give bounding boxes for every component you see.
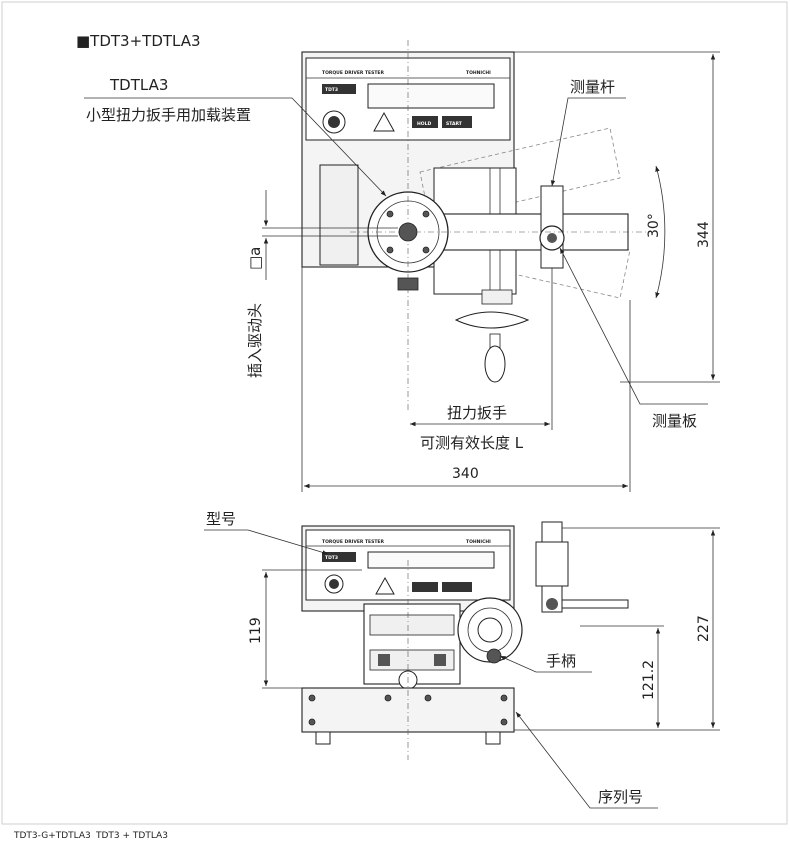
angle-arc [655, 165, 666, 299]
drawing-title: ■TDT3+TDTLA3 [76, 32, 201, 50]
power-knob-center [328, 116, 340, 128]
panel-brand-side: TORQUE DRIVER TESTER [322, 539, 384, 545]
angle-label: 30° [646, 213, 662, 238]
start-button-front [442, 116, 472, 128]
dim-width-340: 340 [452, 466, 479, 482]
warning-icon [373, 111, 395, 132]
display-window-front [367, 83, 495, 109]
panel-maker-side: TOHNICHI [466, 539, 491, 545]
model-plate-front [322, 84, 356, 94]
start-button-label: START [446, 121, 463, 127]
dim-119: 119 [248, 617, 264, 644]
wrench-lower-swing [429, 207, 631, 299]
handle-side [486, 648, 502, 664]
handle-knob-front [484, 345, 506, 383]
front-view: TORQUE DRIVER TESTER TOHNICHI TDT3 HOLD … [84, 40, 720, 492]
panel-maker-front: TOHNICHI [466, 70, 491, 76]
label-handle: 手柄 [546, 652, 576, 670]
label-measure-plate: 测量板 [652, 412, 697, 430]
leader-handle [499, 655, 592, 673]
dim-227: 227 [696, 615, 712, 642]
label-wrench: 扭力扳手 [447, 404, 507, 422]
caption-left: TDT3-G+TDTLA3 [13, 831, 91, 841]
dim-height-344: 344 [696, 221, 712, 248]
leader-measure-plate [559, 247, 708, 405]
side-view: TORQUE DRIVER TESTER TOHNICHI TDT3 [204, 510, 720, 809]
label-measure-rod: 测量杆 [570, 78, 615, 96]
hold-button-front [412, 116, 438, 128]
display-window-side [367, 551, 495, 569]
leader-model [204, 529, 329, 555]
leader-device [84, 97, 387, 197]
caption-right: TDT3 + TDTLA3 [95, 831, 168, 841]
leader-serial [515, 711, 658, 809]
panel-brand-front: TORQUE DRIVER TESTER [322, 70, 384, 76]
label-device-name: 小型扭力扳手用加载装置 [86, 106, 251, 124]
wrench-side [561, 599, 629, 609]
label-drive-insert: 插入驱动头 [246, 303, 264, 378]
label-measurable-length: 可测有效长度 L [420, 434, 524, 452]
model-plate-side [322, 552, 356, 562]
label-square-a: □a [246, 247, 264, 270]
panel-model-side: TDT3 [325, 555, 338, 561]
handwheel-front [454, 311, 530, 329]
label-device-code: TDTLA3 [109, 76, 168, 94]
dim-121-2: 121.2 [641, 660, 657, 700]
leader-measure-rod [550, 97, 626, 187]
label-serial: 序列号 [598, 788, 643, 806]
hold-button-label: HOLD [417, 121, 431, 127]
drawing-border [1, 1, 788, 825]
label-model: 型号 [206, 510, 236, 528]
side-block-front [319, 164, 359, 266]
panel-model-front: TDT3 [325, 87, 338, 93]
